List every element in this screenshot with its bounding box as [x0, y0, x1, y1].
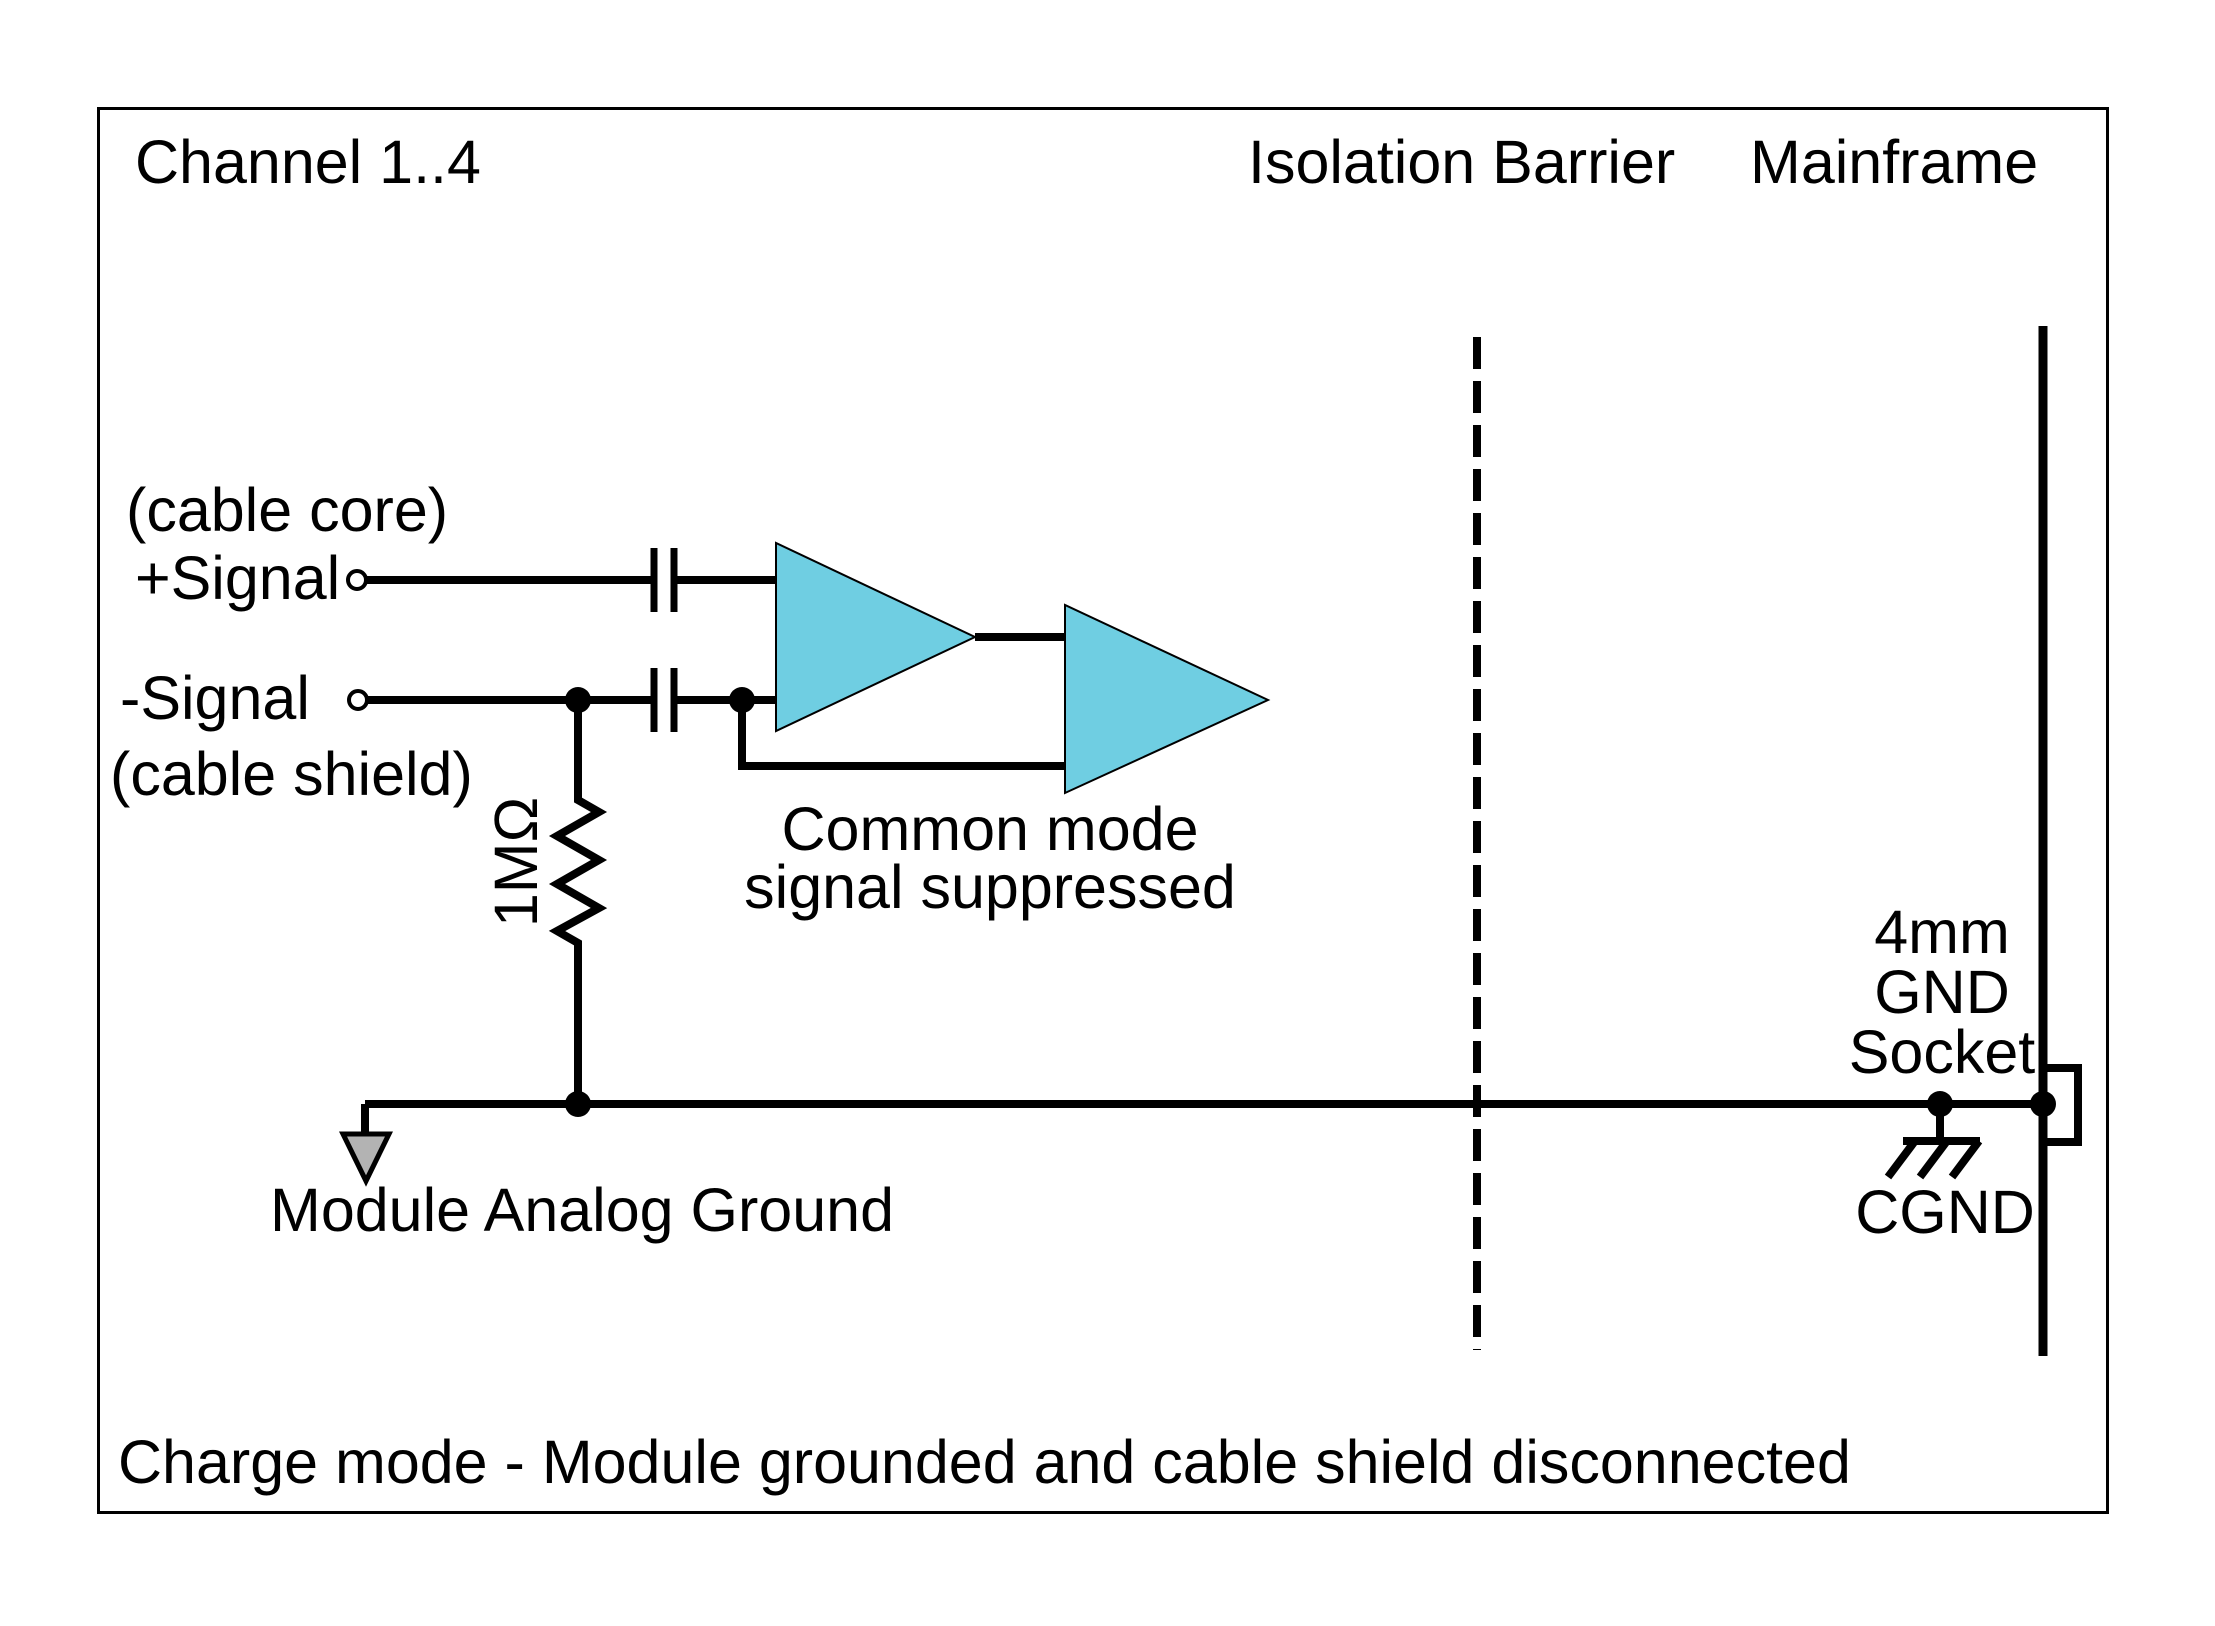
junction-dot-chassis [1927, 1091, 1953, 1117]
cgnd-label: CGND [1855, 1178, 2035, 1246]
chassis-ground-hatch-3 [1948, 1138, 1983, 1180]
module-ground-arrow [338, 1131, 394, 1187]
junction-dot-resistor-top [565, 687, 591, 713]
channel-title: Channel 1..4 [135, 128, 481, 196]
plus-signal-terminal [346, 569, 368, 591]
resistor-value-label: 1MΩ [482, 796, 550, 928]
resistor-1mohm [548, 700, 608, 1104]
input-amplifier-triangle [775, 541, 978, 733]
common-mode-line2: signal suppressed [744, 853, 1236, 921]
mainframe-title: Mainframe [1750, 128, 2039, 196]
cable-shield-label: (cable shield) [110, 740, 473, 808]
minus-signal-terminal [347, 689, 369, 711]
junction-dot-mainframe-bus [2030, 1091, 2056, 1117]
chassis-ground-hatch-2 [1916, 1138, 1951, 1180]
feedback-wire [738, 700, 1065, 770]
junction-dot-resistor-bottom [565, 1091, 591, 1117]
diagram-border [97, 107, 2109, 1514]
gnd-socket-line2: GND [1874, 958, 2010, 1026]
chassis-ground-hatch-1 [1884, 1138, 1919, 1180]
isolation-barrier-title: Isolation Barrier [1248, 128, 1676, 196]
mode-caption: Charge mode - Module grounded and cable … [118, 1428, 1851, 1496]
common-mode-line1: Common mode [781, 795, 1199, 863]
module-ground-label: Module Analog Ground [270, 1176, 894, 1244]
cable-core-label: (cable core) [126, 476, 449, 544]
gnd-socket-line3: Socket [1848, 1018, 2036, 1086]
gnd-socket-label: 4mm GND Socket [1792, 898, 2092, 1086]
minus-signal-label: -Signal [120, 664, 310, 732]
gnd-socket-symbol [2043, 1064, 2082, 1146]
output-amplifier-triangle [1064, 603, 1271, 795]
junction-dot-feedback [729, 687, 755, 713]
plus-signal-label: +Signal [135, 544, 341, 612]
gnd-socket-line1: 4mm [1874, 898, 2010, 966]
common-mode-caption: Common mode signal suppressed [690, 795, 1290, 921]
